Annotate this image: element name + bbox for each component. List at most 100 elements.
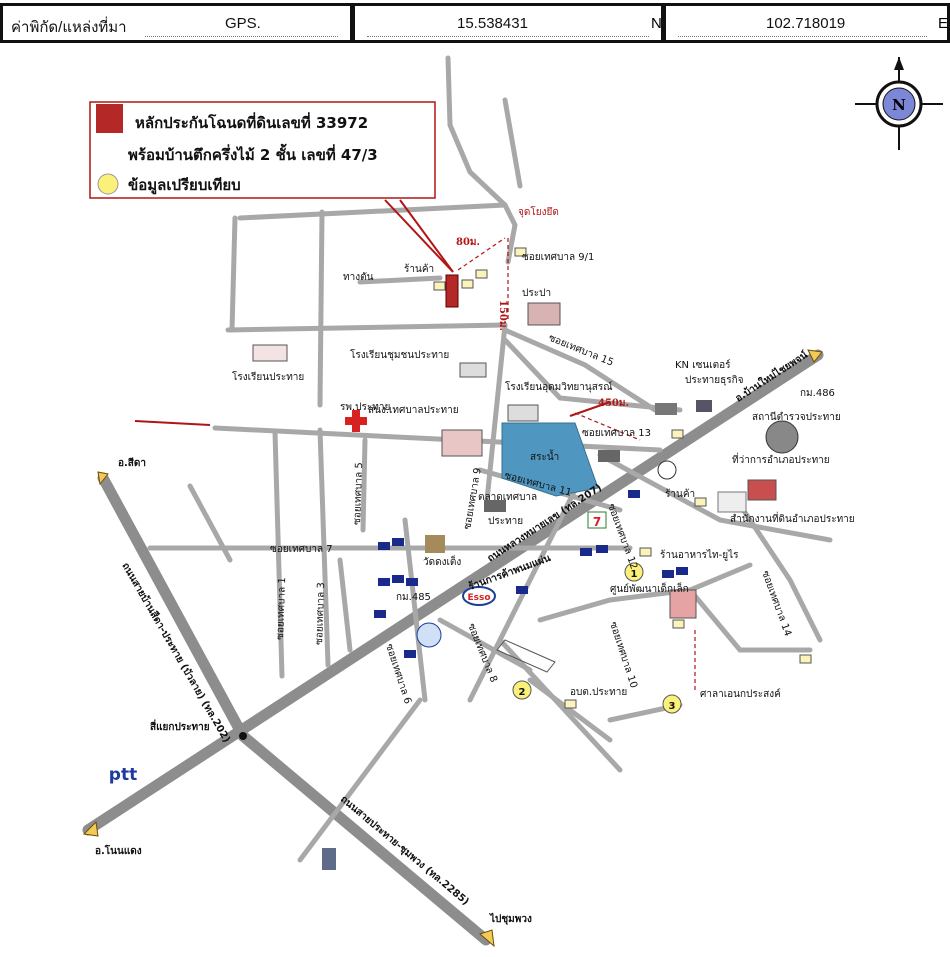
- water-supply-icon: [527, 302, 561, 326]
- rail-track-icon: [496, 639, 556, 673]
- label-shrine: ศาลาเอนกประสงค์: [700, 688, 781, 700]
- latitude-value: 15.538431: [457, 15, 528, 32]
- legend-box: หลักประกันโฉนดที่ดินเลขที่ 33972 พร้อมบ้…: [89, 101, 436, 199]
- dotted-underline: [145, 36, 338, 37]
- envelope-icon: [564, 699, 577, 709]
- soi-15-road: [502, 327, 658, 413]
- prathai-business-icon: [696, 400, 712, 412]
- collateral-legend-swatch: [96, 104, 123, 133]
- hospital-cross-icon: [352, 410, 360, 432]
- label-wat: วัดดงเต็ง: [423, 554, 461, 568]
- highways: [82, 349, 824, 946]
- dead-end-road: [357, 275, 443, 285]
- label-market: ตลาดเทศบาล: [478, 492, 537, 503]
- soi-1-road: [272, 429, 285, 679]
- soi-8-road: [437, 617, 533, 673]
- latitude-cell: 15.538431 N: [352, 3, 664, 43]
- arrow-ban-mai-icon: [807, 349, 823, 363]
- envelope-icon: [694, 497, 707, 507]
- soi-udom-road: [502, 337, 683, 413]
- esso-icon: [462, 586, 496, 606]
- building-icon: [598, 450, 620, 462]
- cross-road-330: [225, 322, 508, 333]
- envelope-icon: [639, 547, 652, 557]
- legend-frame: [89, 101, 436, 199]
- legend-line-1: หลักประกันโฉนดที่ดินเลขที่ 33972: [135, 112, 368, 132]
- label-school-chumchon: โรงเรียนชุมชนประทาย: [350, 348, 449, 361]
- longitude-value: 102.718019: [766, 15, 846, 32]
- mid-vertical-road: [317, 209, 325, 408]
- ptt-logo: [98, 765, 148, 783]
- label-soi-3: ซอยเทศบาล 3: [314, 582, 327, 645]
- label-kn-center: KN เซนเตอร์: [675, 359, 731, 371]
- source-label: ค่าพิกัด/แหล่งที่มา: [11, 19, 127, 36]
- north-arrow-icon: [894, 57, 904, 70]
- comparable-1-label: 1: [631, 569, 638, 580]
- red-accent-lines: [134, 199, 611, 426]
- arrow-sikhio-icon: [97, 471, 109, 486]
- envelope-markers: [433, 247, 812, 709]
- label-soi-9-1: ซอยเทศบาล 9/1: [522, 252, 594, 263]
- label-soi-5: ซอยเทศบาล 5: [352, 462, 365, 525]
- label-hospital: รพ.ประทาย: [340, 402, 390, 413]
- label-dist-150: 150ม.: [497, 300, 508, 331]
- houses: [374, 490, 688, 658]
- land-office-icon: [717, 491, 747, 513]
- direction-arrows: [82, 349, 823, 948]
- house-icon: [374, 610, 386, 618]
- label-to-sikhio: อ.สีดา: [118, 457, 146, 469]
- gas-pump-icon: [322, 848, 336, 870]
- label-dead-end: ทางตัน: [343, 272, 374, 283]
- distance-lines: [457, 237, 696, 690]
- label-to-chum-phuang: ไปชุมพวง: [489, 912, 532, 925]
- childcare-icon: [669, 589, 697, 619]
- envelope-icon: [433, 281, 446, 291]
- soi-6-road: [402, 517, 428, 703]
- comparable-markers: 1 2 3: [512, 562, 682, 714]
- comparable-3-label: 3: [669, 701, 676, 712]
- label-anchor: จุดโยงยึด: [518, 205, 559, 218]
- label-pond: สระน้ำ: [530, 449, 559, 463]
- house-icon: [378, 542, 390, 550]
- coordinates-header: ค่าพิกัด/แหล่งที่มา GPS. 15.538431 N 102…: [0, 0, 950, 48]
- seven-eleven-label: 7: [593, 515, 601, 529]
- soi-10-road: [537, 562, 753, 623]
- highway-2285: [237, 730, 492, 946]
- kn-center-icon: [655, 403, 677, 415]
- km485-road: [337, 557, 353, 653]
- ptt-logo-text: ptt: [109, 765, 137, 785]
- house-icon: [580, 548, 592, 556]
- house-icon: [676, 567, 688, 575]
- soi-5-road: [360, 437, 368, 533]
- comparable-2-marker: [512, 680, 532, 700]
- distance-450m-line: [574, 412, 641, 441]
- label-prathai-business: ประทายธุรกิจ: [685, 375, 744, 386]
- north-cross-road: [237, 202, 508, 221]
- house-icon: [628, 490, 640, 498]
- police-station-icon: [765, 420, 799, 454]
- legend-line-3: ข้อมูลเปรียบเทียบ: [128, 176, 241, 195]
- shop-icon: [657, 460, 677, 480]
- north-compass: N: [855, 57, 943, 150]
- house-icon: [596, 545, 608, 553]
- distance-80m-line: [457, 237, 506, 271]
- envelope-icon: [514, 247, 527, 257]
- dotted-underline: [678, 36, 927, 37]
- house-icon: [516, 586, 528, 594]
- label-intersection: สี่แยกประทาย: [150, 719, 210, 733]
- label-district-office: ที่ว่าการอำเภอประทาย: [732, 452, 830, 466]
- district-office-icon: [747, 479, 777, 501]
- market-icon: [484, 500, 506, 512]
- seal-icon: [416, 622, 442, 648]
- north-road: [445, 55, 518, 265]
- legend-line-2: พร้อมบ้านตึกครึ่งไม้ 2 ชั้น เลขที่ 47/3: [128, 143, 378, 164]
- landmarks: 7 Esso ptt: [98, 302, 799, 870]
- label-police: สถานีตำรวจประทาย: [752, 411, 841, 423]
- soi-14-road: [737, 502, 823, 643]
- label-soi-7: ซอยเทศบาล 7: [270, 544, 333, 555]
- label-land-office: สำนักงานที่ดินอำเภอประทาย: [730, 511, 855, 525]
- house-icon: [392, 538, 404, 546]
- label-soi-13: ซอยเทศบาล 13: [582, 428, 651, 439]
- house-icon: [404, 650, 416, 658]
- seven-eleven-icon: [587, 511, 607, 529]
